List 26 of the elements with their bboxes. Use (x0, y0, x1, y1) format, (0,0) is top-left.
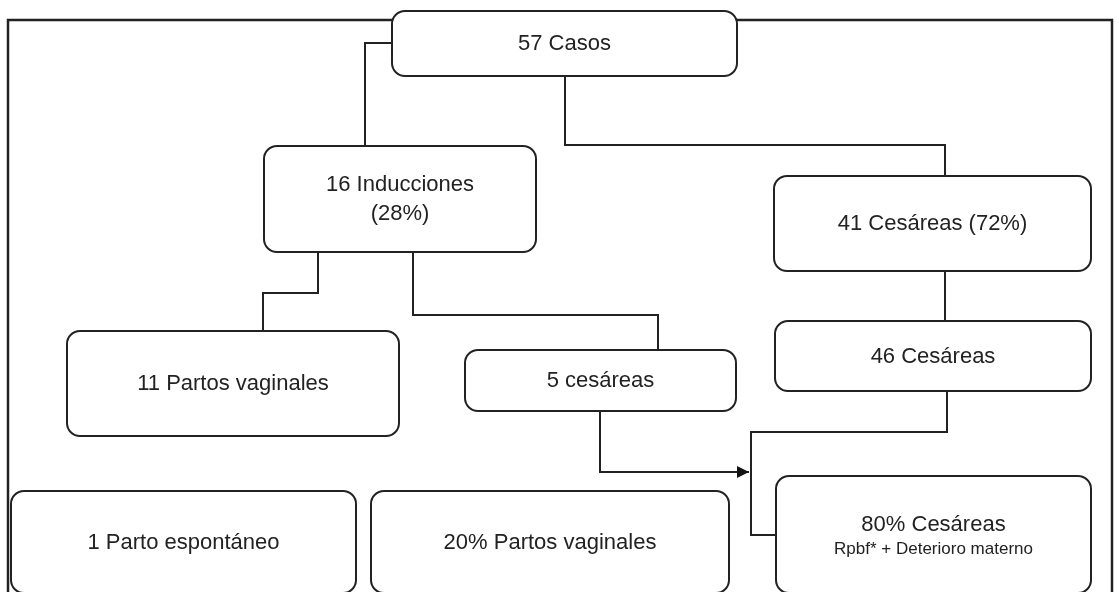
connector-line (364, 42, 392, 146)
connector-line (412, 252, 659, 350)
arrow (599, 411, 750, 478)
node-label: 5 cesáreas (546, 366, 655, 395)
connector-line (944, 271, 946, 321)
node-label: 57 Casos (518, 29, 611, 58)
process-box (391, 10, 738, 77)
node-label: 16 Inducciones (28%) (325, 170, 475, 227)
node-label: 1 Parto espontáneo (87, 527, 280, 556)
process-box (10, 490, 357, 592)
node-label: 11 Partos vaginales (137, 369, 329, 398)
node-label: Rpbf* + Deterioro materno (834, 538, 1033, 559)
node-label: 46 Cesáreas (870, 341, 996, 370)
connector-line (262, 252, 319, 331)
node-label: 20% Partos vaginales (443, 527, 657, 556)
connector-line (564, 76, 946, 176)
process-box (66, 330, 400, 437)
node-label: 80% Cesáreas (861, 510, 1006, 538)
process-box (773, 175, 1092, 272)
process-box (774, 320, 1092, 392)
connector-line (750, 391, 948, 536)
node-label: 41 Cesáreas (72%) (837, 209, 1028, 238)
process-box (263, 145, 537, 253)
process-box (775, 475, 1092, 592)
process-box (370, 490, 730, 592)
process-box (464, 349, 737, 412)
